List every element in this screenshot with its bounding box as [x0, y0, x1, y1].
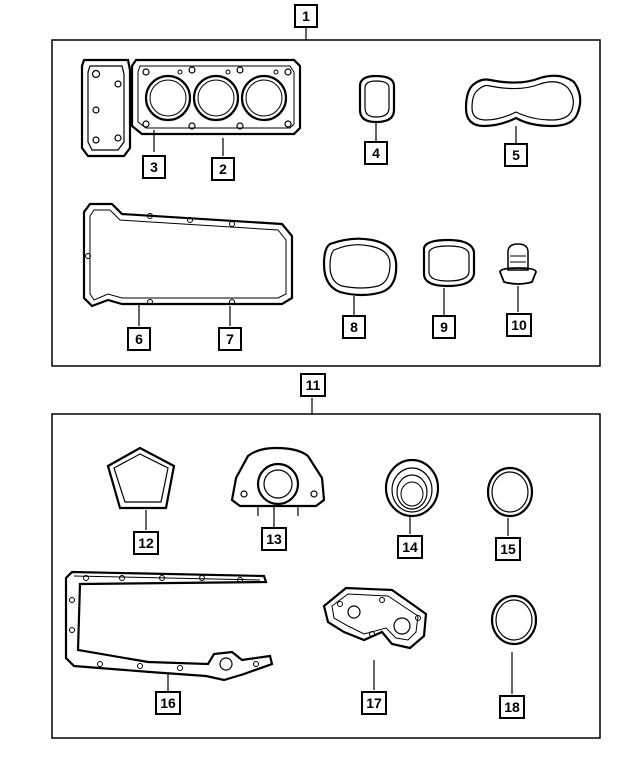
callout-4[interactable]: 4 — [364, 141, 388, 165]
svg-text:16: 16 — [160, 695, 176, 711]
part-3-gasket — [80, 58, 132, 158]
callout-17[interactable]: 17 — [361, 691, 387, 715]
svg-text:9: 9 — [440, 319, 448, 335]
callout-16[interactable]: 16 — [155, 691, 181, 715]
callout-1[interactable]: 1 — [294, 4, 318, 28]
svg-text:11: 11 — [306, 377, 321, 393]
lower-kit-panel — [51, 413, 601, 739]
svg-text:4: 4 — [372, 145, 380, 161]
svg-text:14: 14 — [402, 539, 418, 555]
upper-kit-panel — [51, 39, 601, 367]
svg-text:7: 7 — [226, 331, 234, 347]
part-13-seal-retainer — [230, 446, 326, 516]
callout-5[interactable]: 5 — [504, 143, 528, 167]
callout-7[interactable]: 7 — [218, 327, 242, 351]
callout-15[interactable]: 15 — [495, 537, 521, 561]
svg-text:10: 10 — [511, 317, 527, 333]
callout-13[interactable]: 13 — [261, 527, 287, 551]
svg-text:17: 17 — [366, 695, 382, 711]
svg-text:13: 13 — [266, 531, 282, 547]
svg-text:2: 2 — [219, 161, 227, 177]
svg-text:18: 18 — [504, 699, 520, 715]
svg-text:1: 1 — [302, 8, 310, 24]
callout-18[interactable]: 18 — [499, 695, 525, 719]
part-8-gasket — [322, 237, 398, 297]
part-15-oring — [486, 466, 534, 518]
callout-12[interactable]: 12 — [133, 531, 159, 555]
part-2-head-gasket — [130, 58, 302, 136]
part-16-oil-pan-gasket — [64, 570, 274, 682]
part-5-gasket — [464, 74, 582, 128]
svg-text:12: 12 — [138, 535, 154, 551]
part-9-seal — [422, 238, 476, 288]
callout-6[interactable]: 6 — [127, 327, 151, 351]
callout-2[interactable]: 2 — [211, 157, 235, 181]
part-18-oring — [490, 594, 538, 646]
part-10-valve-seal — [499, 243, 537, 285]
part-4-seal — [358, 74, 396, 124]
svg-text:8: 8 — [350, 319, 358, 335]
svg-text:3: 3 — [150, 159, 158, 175]
part-6-7-gasket — [82, 202, 294, 308]
svg-text:6: 6 — [135, 331, 143, 347]
part-17-water-pump-gasket — [322, 586, 428, 650]
svg-text:15: 15 — [500, 541, 516, 557]
callout-14[interactable]: 14 — [397, 535, 423, 559]
callout-10[interactable]: 10 — [506, 313, 532, 337]
part-12-gasket — [106, 446, 176, 510]
part-14-seal — [384, 458, 440, 518]
callout-3[interactable]: 3 — [142, 155, 166, 179]
callout-8[interactable]: 8 — [342, 315, 366, 339]
callout-9[interactable]: 9 — [432, 315, 456, 339]
svg-text:5: 5 — [512, 147, 520, 163]
callout-11[interactable]: 11 — [300, 373, 326, 397]
